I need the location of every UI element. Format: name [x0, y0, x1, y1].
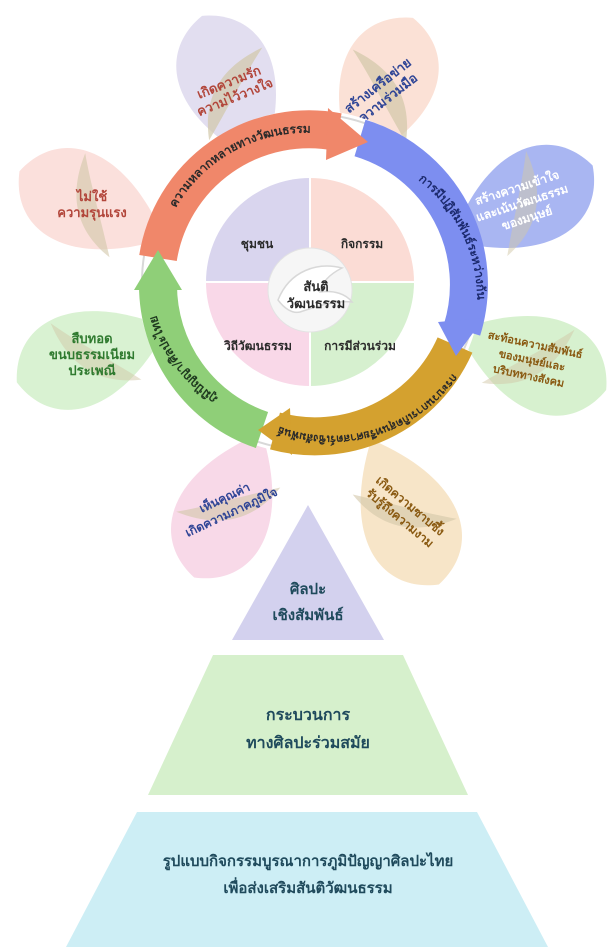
ring-arrow-aesthetics-process: [270, 336, 473, 456]
petal-leaf-mark: [176, 487, 281, 521]
petal-appreciation-beauty: เกิดความซาบซึ้งรับรู้ถึงความงาม: [352, 439, 462, 586]
quadrant-label-activity: กิจกรรม: [341, 237, 383, 251]
ring-arrow-interaction: [354, 119, 488, 336]
center-line-2: วัฒนธรรม: [287, 297, 345, 312]
quadrant-label-community: ชุมชน: [241, 237, 274, 252]
pyramid-tier-top: [232, 505, 384, 640]
petal-leaf-mark: [507, 151, 538, 257]
pyramid-top-line-1: ศิลปะ: [290, 580, 326, 598]
pyramid-bottom-line-2: เพื่อส่งเสริมสันติวัฒนธรรม: [223, 877, 392, 897]
petal-non-violence: ไม่ใช้ความรุนแรง: [18, 148, 165, 258]
arrow-head-diversity: [326, 108, 368, 160]
arrow-head-interaction: [438, 318, 484, 356]
petal-inherit-tradition: สืบทอดขนบธรรมเนียมประเพณี: [16, 311, 168, 410]
pyramid: ศิลปะ เชิงสัมพันธ์ กระบวนการ ทางศิลปะร่ว…: [66, 505, 548, 947]
petal-label-line: ไม่ใช้: [75, 188, 107, 205]
petal-understanding-culture: สร้างความเข้าใจและเน้นวัฒนธรรมของมนุษย์: [451, 144, 594, 257]
petal-label: ไม่ใช้ความรุนแรง: [57, 188, 126, 221]
pyramid-top-line-2: เชิงสัมพันธ์: [273, 606, 344, 624]
petal-leaf-mark: [352, 49, 408, 143]
arrow-head-aesthetics: [258, 408, 292, 455]
petal-label-line: สืบทอด: [71, 331, 112, 347]
pyramid-tier-middle: [148, 655, 468, 795]
quadrant-community: [206, 178, 310, 282]
petal-leaf-mark: [76, 153, 110, 258]
quadrant-label-participation: การมีส่วนร่วม: [324, 339, 396, 353]
pyramid-tier-bottom: [66, 812, 548, 947]
inner-disc: [206, 178, 414, 386]
pyramid-middle-line-2: ทางศิลปะร่วมสมัย: [246, 733, 370, 752]
quadrant-labels: ชุมชน กิจกรรม การมีส่วนร่วม วิถีวัฒนธรรม: [224, 237, 396, 353]
ring-arrow-thai-wisdom-art: [139, 284, 269, 448]
petal-label-line: ขนบธรรมเนียม: [49, 347, 135, 363]
petal-value-pride: เห็นคุณค่าเกิดความภาคภูมิใจ: [171, 432, 281, 579]
ring-arrow-cultural-diversity: [139, 110, 342, 262]
petals-group: เกิดความรักความไว้วางใจ สร้างเครือข่ายคว…: [16, 15, 607, 586]
petal-label: สืบทอดขนบธรรมเนียมประเพณี: [49, 331, 135, 379]
petal-reflect-relationships: สะท้อนความสัมพันธ์ของมนุษย์และบริบททางสั…: [457, 316, 607, 416]
petal-label-line: ความรุนแรง: [57, 206, 126, 221]
quadrant-label-cultural-way: วิถีวัฒนธรรม: [224, 339, 292, 353]
center-line-1: สันติ: [303, 280, 328, 295]
petal-leaf-mark: [50, 323, 142, 381]
quadrant-activity: [310, 178, 414, 282]
dove-icon: [277, 265, 354, 314]
ring-arrow-heads: [134, 108, 484, 455]
petal-leaf-mark: [207, 47, 263, 141]
petal-label-line: ประเพณี: [68, 363, 115, 379]
petal-leaf-mark: [481, 329, 575, 385]
petal-leaf-mark: [352, 494, 457, 528]
ring-arrows: [139, 110, 488, 456]
pyramid-bottom-line-1: รูปแบบกิจกรรมบูรณาการภูมิปัญญาศิลปะไทย: [163, 851, 454, 871]
center-emblem: สันติ วัฒนธรรม: [267, 247, 354, 333]
pyramid-middle-line-1: กระบวนการ: [266, 705, 351, 724]
arrow-head-wisdom: [134, 250, 182, 290]
